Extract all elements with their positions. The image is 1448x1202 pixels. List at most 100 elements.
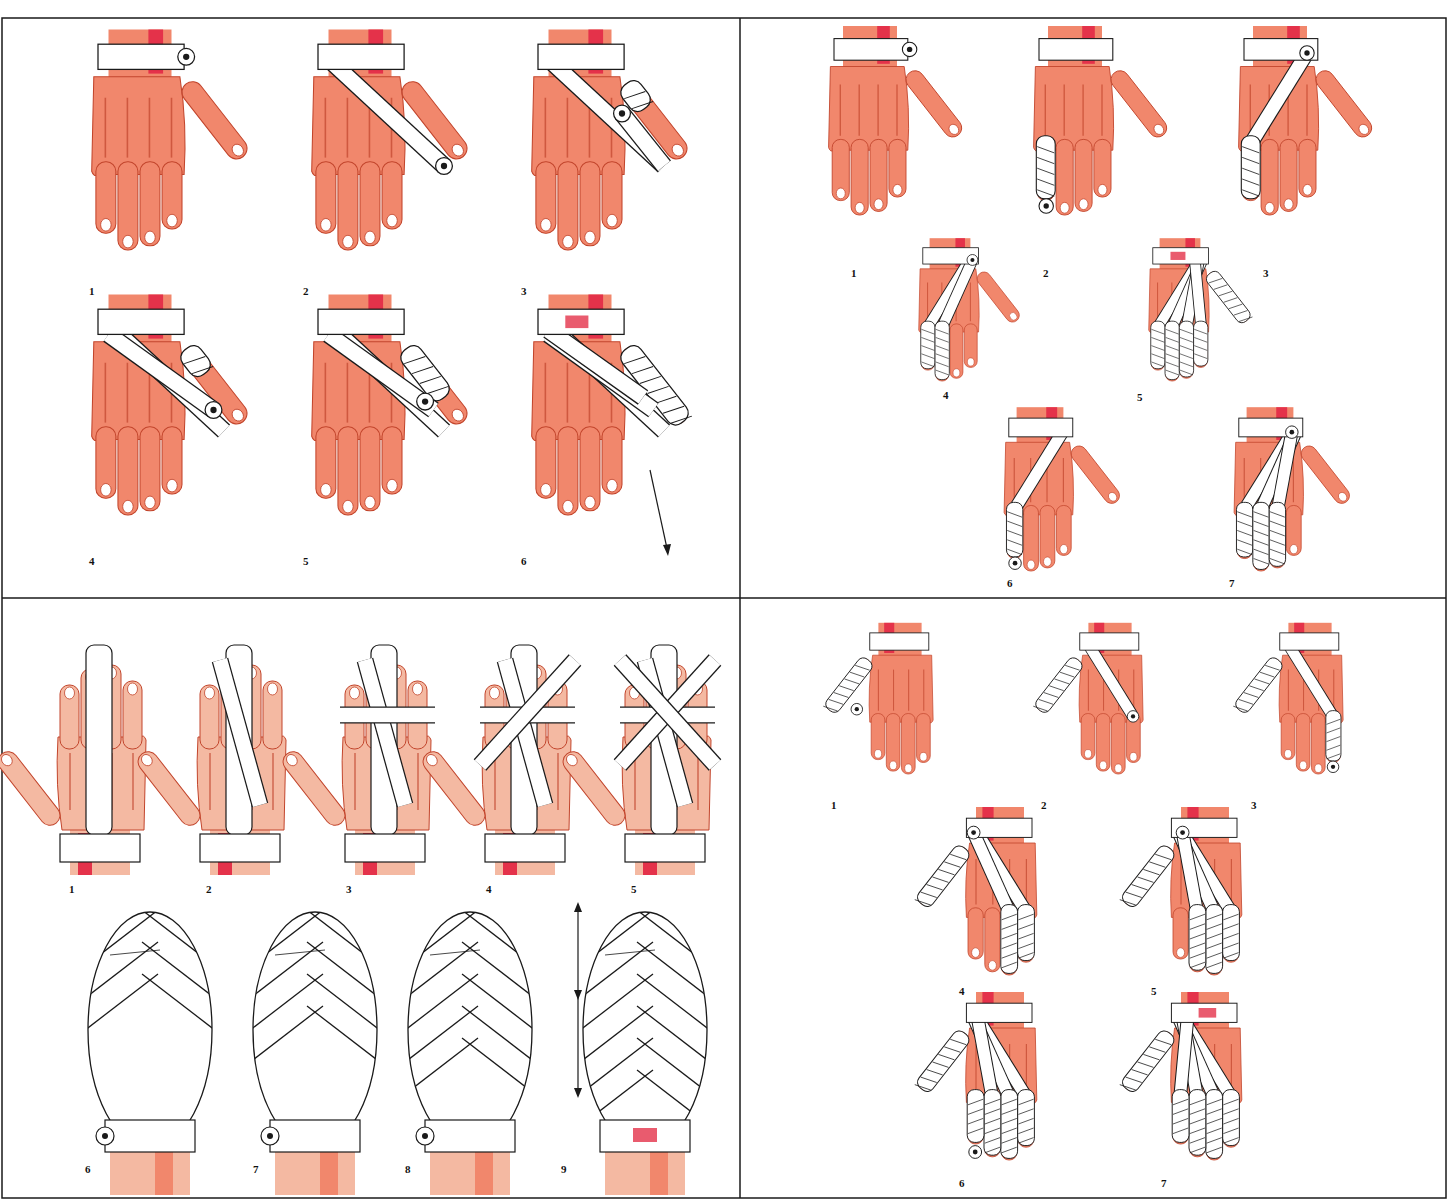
wrap-turn (1242, 168, 1259, 174)
fingernail (670, 142, 686, 158)
finger (851, 139, 868, 215)
tendon-line (127, 363, 129, 423)
bandage-edge (549, 330, 644, 397)
wrap-turn (1194, 329, 1207, 334)
finger-wrap (1241, 136, 1260, 199)
bandage-roll-core (1013, 561, 1018, 566)
finger (602, 162, 622, 229)
fingernail (607, 479, 618, 492)
hand-figure (312, 295, 472, 516)
finger-wrap (984, 1090, 1001, 1156)
fingernail (1115, 764, 1122, 773)
bandage-roll (205, 402, 222, 419)
wrist-band (625, 834, 705, 862)
bandage-strip (1251, 53, 1307, 143)
thumb-skin (134, 748, 204, 830)
wrap-turn (1190, 953, 1205, 959)
wrap-turn (1237, 540, 1252, 545)
mitten-figure (575, 910, 715, 1195)
finger (536, 162, 556, 233)
finger-wrap (1206, 905, 1223, 974)
fingernail (1300, 761, 1307, 770)
wrap-turn (1223, 1138, 1238, 1144)
fingernail (1044, 557, 1052, 566)
fingernail (139, 752, 154, 768)
finger (1173, 908, 1188, 959)
finger-wrap (1253, 502, 1269, 569)
bandage-edge (1288, 644, 1333, 716)
hand-figure (1233, 623, 1343, 774)
bandage-roll-core (1044, 203, 1049, 208)
bandage-strip (1261, 432, 1295, 508)
wrap-turn (1190, 1147, 1205, 1153)
wrap-turn (1018, 1109, 1033, 1115)
bandage-strip (1183, 833, 1197, 911)
wrap-turn (1223, 1099, 1238, 1105)
finger-wrap (1206, 1090, 1223, 1159)
bandage-roll (96, 1127, 114, 1145)
wrap-turn (936, 370, 949, 375)
wrist-band (1153, 248, 1209, 264)
wrap-turn (1223, 924, 1238, 930)
wrap-turn (936, 354, 949, 359)
bandage-turn (575, 910, 653, 970)
wrap-turn (1002, 943, 1017, 949)
wrap-turn (1327, 745, 1341, 750)
finger-wrap (1151, 321, 1165, 369)
wrap-turn (1207, 962, 1222, 968)
tendon-line (1306, 85, 1307, 136)
step-number: 6 (520, 556, 528, 567)
thumb-skin (1298, 443, 1353, 507)
bandage-roll-core (970, 258, 974, 262)
wrap-turn (1254, 521, 1269, 526)
wrap-turn (1002, 1118, 1017, 1124)
clip-mark (565, 316, 588, 329)
tendon-line (171, 98, 173, 158)
wrap-turn (985, 1128, 1000, 1134)
bandage-turn (307, 910, 385, 970)
wrap-turn (1270, 530, 1285, 535)
thumb (134, 748, 204, 830)
bandage-edge (1261, 432, 1295, 508)
wrap-turn (1234, 307, 1248, 319)
wrap-turn (1151, 337, 1164, 342)
wrap-turn (1166, 346, 1179, 351)
hand-figure (914, 992, 1037, 1160)
fingernail (607, 214, 618, 227)
wrap-turn (1223, 943, 1238, 949)
tendon-line (975, 859, 976, 905)
wrap-turn (1194, 337, 1207, 342)
wrap-turn (1151, 329, 1164, 334)
fingernail (1303, 184, 1312, 195)
wrap-turn (1002, 924, 1017, 930)
fingernail (953, 369, 960, 377)
bandage-strip (974, 833, 1009, 911)
finger (901, 714, 915, 774)
wrap-turn (1002, 953, 1017, 959)
finger (140, 427, 160, 511)
wrap-turn (936, 362, 949, 367)
bandage-roll-core (210, 407, 216, 413)
tendon-line (545, 98, 547, 158)
wrap-turn (1151, 346, 1164, 351)
finger (1081, 714, 1095, 760)
wrap-turn (1239, 695, 1253, 708)
wrap-turn (1126, 888, 1142, 902)
wrap-turn (1137, 1058, 1153, 1072)
bandage-roll-core (1290, 430, 1295, 435)
thumb-wrap (823, 655, 874, 715)
wrist-band (1244, 39, 1318, 61)
fingernail (541, 218, 552, 231)
wrap-turn (834, 689, 848, 702)
bandage-strip (109, 334, 214, 410)
tendon-line (209, 753, 211, 810)
hand-figure (0, 645, 146, 875)
wrap-turn (1219, 287, 1233, 299)
bandage-turn (400, 910, 478, 970)
thumb-skin (178, 77, 251, 163)
bandage-edge (1251, 53, 1307, 143)
finger (96, 427, 116, 498)
bandage-roll-core (973, 1150, 978, 1155)
thumb (1068, 443, 1123, 507)
